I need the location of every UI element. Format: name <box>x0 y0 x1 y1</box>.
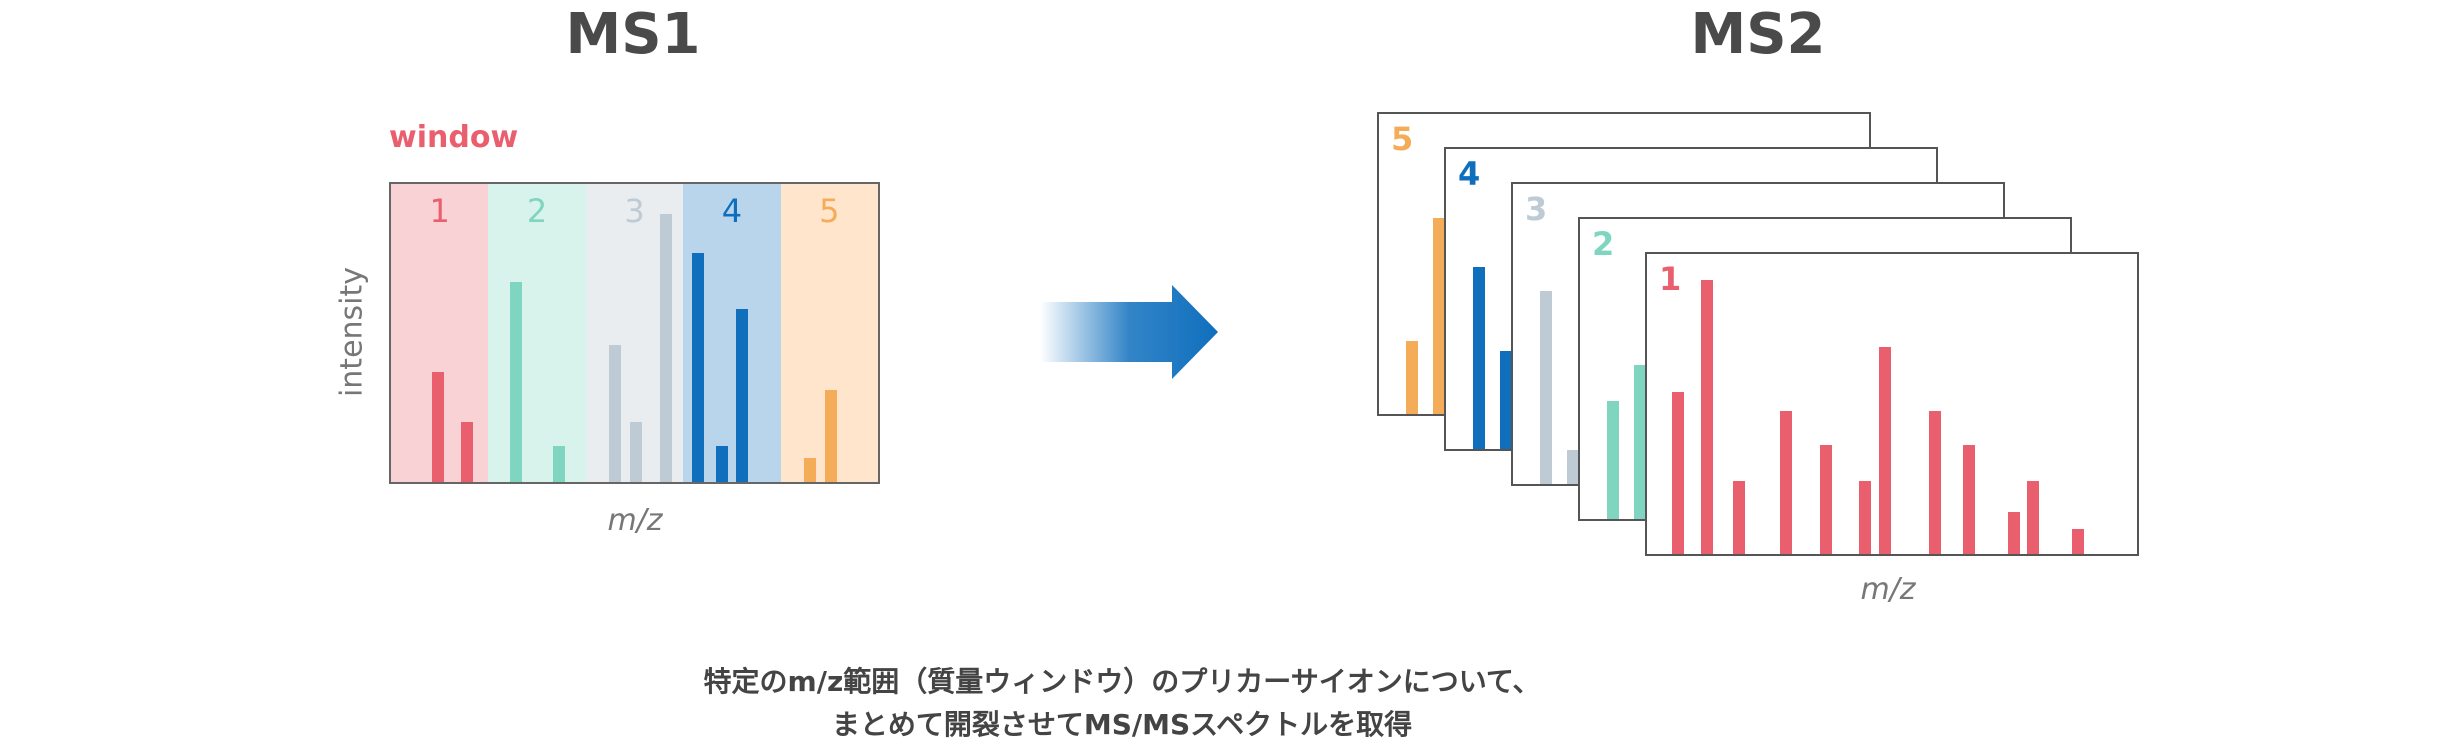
ms1-peak-bar <box>659 213 672 482</box>
ms2-peak-bar <box>1701 279 1714 554</box>
ms1-peak-bar <box>552 446 565 482</box>
ms2-peak-bar <box>1433 218 1446 414</box>
caption: 特定のm/z範囲（質量ウィンドウ）のプリカーサイオンについて、 まとめて開裂させ… <box>704 660 1541 747</box>
ms1-peak-bar <box>803 458 816 482</box>
ms2-peak-bar <box>1879 346 1892 554</box>
ms1-peak-bar <box>609 344 622 482</box>
ms1-ylabel: intensity <box>334 266 370 398</box>
spectrum-number: 1 <box>1659 260 1682 298</box>
window-number: 5 <box>819 192 840 230</box>
spectrum-number: 4 <box>1458 155 1481 193</box>
ms1-peak-bar <box>691 252 704 482</box>
ms1-peak-bar <box>460 422 473 482</box>
ms1-peak-bar <box>735 309 748 482</box>
ms1-peak-bar <box>630 422 643 482</box>
ms2-peak-bar <box>1928 411 1941 554</box>
ms2-xlabel: m/z <box>1860 572 1916 607</box>
ms2-peak-bar <box>1634 365 1647 519</box>
caption-line-1: 特定のm/z範囲（質量ウィンドウ）のプリカーサイオンについて、 <box>703 665 1541 698</box>
ms2-peak-bar <box>1780 411 1793 554</box>
ms2-title: MS2 <box>1690 2 1826 67</box>
ms2-peak-bar <box>1819 444 1832 554</box>
ms2-peak-bar <box>1733 481 1746 554</box>
ms2-spectrum-1: 1 <box>1645 252 2139 556</box>
window-label: window <box>389 120 519 155</box>
ms1-xlabel: m/z <box>607 503 663 538</box>
window-2: 2 <box>488 184 586 482</box>
ms2-peak-bar <box>2007 512 2020 554</box>
spectrum-number: 2 <box>1592 225 1615 263</box>
caption-line-2: まとめて開裂させてMS/MSスペクトルを取得 <box>831 708 1413 742</box>
window-3: 3 <box>585 184 684 482</box>
ms2-peak-bar <box>2027 481 2040 554</box>
ms2-peak-bar <box>2071 528 2084 554</box>
arrow-right-icon <box>1040 285 1218 379</box>
window-4: 4 <box>683 184 781 482</box>
ms2-peak-bar <box>1607 401 1620 519</box>
window-5: 5 <box>780 184 878 482</box>
ms2-peak-bar <box>1567 450 1580 484</box>
ms2-peak-bar <box>1859 481 1872 554</box>
ms2-peak-bar <box>1500 351 1513 449</box>
ms2-peak-bar <box>1473 267 1486 449</box>
ms1-peak-bar <box>825 389 838 482</box>
window-number: 4 <box>721 192 743 230</box>
ms1-spectrum: 1 2 3 4 5 <box>389 182 880 484</box>
ms1-peak-bar <box>431 371 444 482</box>
ms1-peak-bar <box>716 446 729 482</box>
ms2-peak-bar <box>1406 341 1419 414</box>
ms2-peak-bar <box>1671 391 1684 554</box>
spectrum-number: 3 <box>1525 190 1548 228</box>
window-1: 1 <box>391 184 489 482</box>
spectrum-number: 5 <box>1391 120 1414 158</box>
ms2-spectra-stack: 5 4 3 2 1 <box>1377 112 2139 556</box>
ms2-peak-bar <box>1540 290 1553 484</box>
ms1-title: MS1 <box>565 2 701 67</box>
ms2-peak-bar <box>1963 444 1976 554</box>
window-number: 2 <box>526 192 548 230</box>
window-number: 3 <box>624 192 645 230</box>
ms1-peak-bar <box>509 282 522 482</box>
window-number: 1 <box>429 192 450 230</box>
